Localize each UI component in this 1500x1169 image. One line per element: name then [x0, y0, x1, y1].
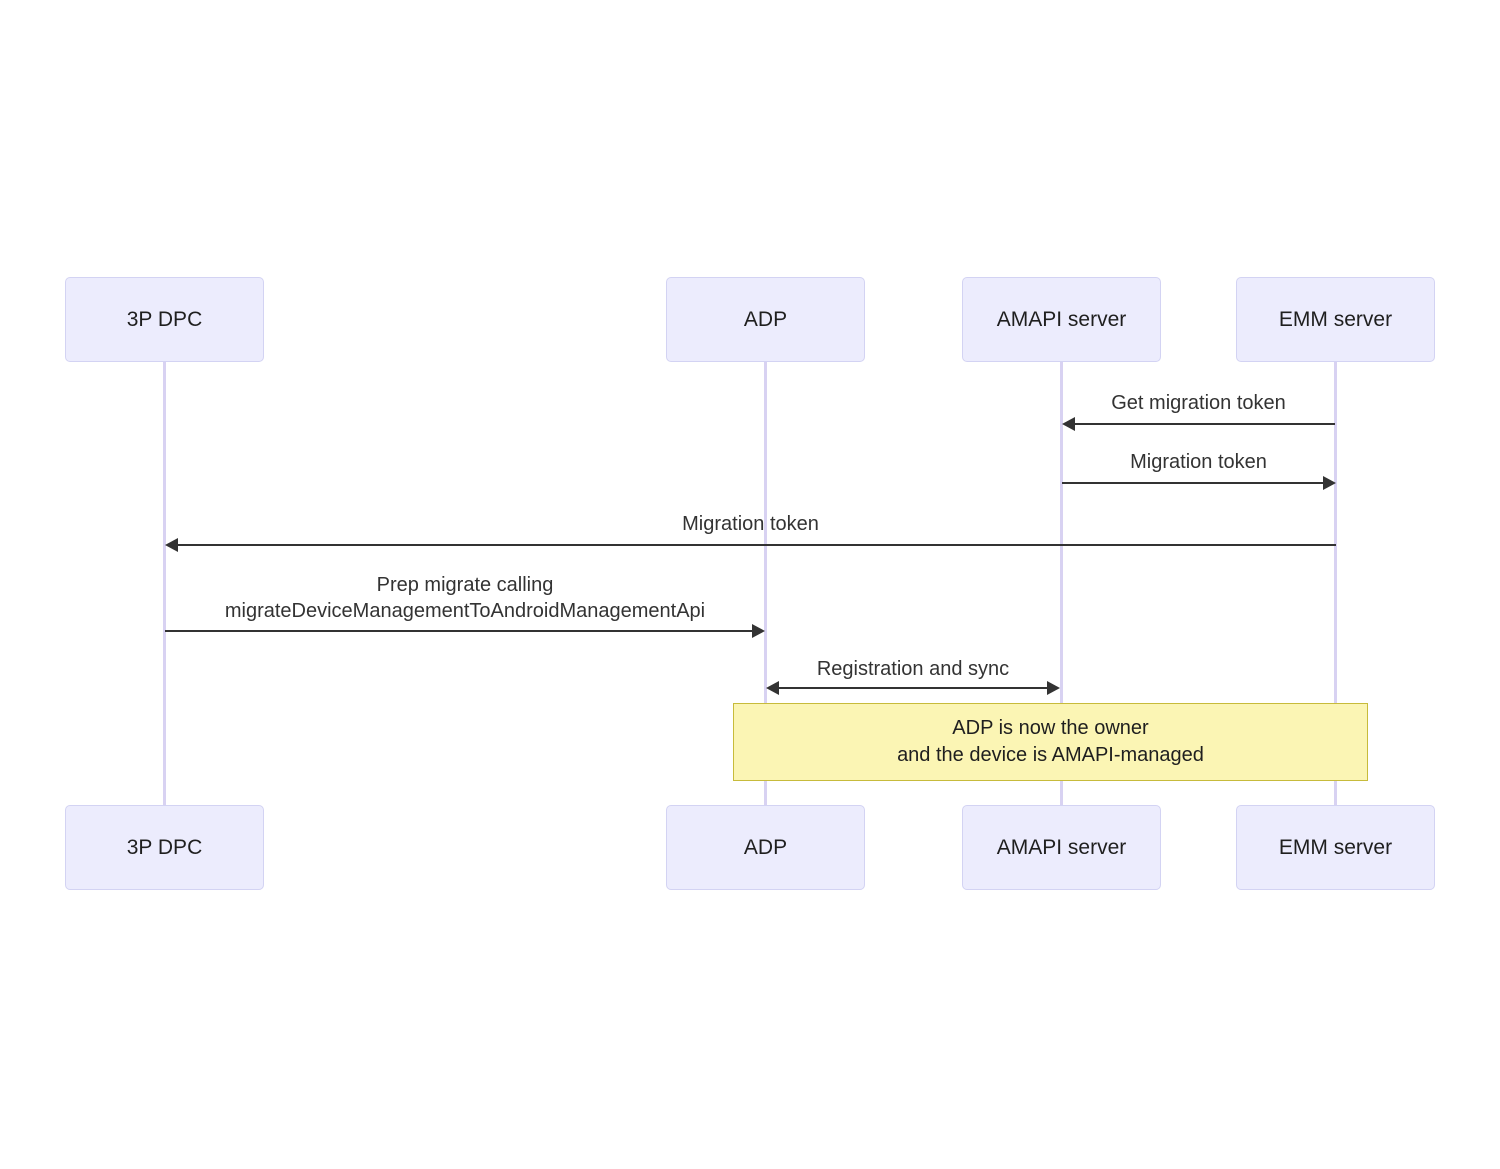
participant-top-amapi-server[interactable]: AMAPI server [962, 277, 1161, 362]
arrowhead-right-prep-migrate [752, 624, 765, 638]
participant-bottom-adp-label: ADP [743, 835, 788, 859]
participant-bottom-3p-dpc[interactable]: 3P DPC [65, 805, 264, 890]
arrowhead-right-registration-and-sync [1047, 681, 1060, 695]
message-label-migration-token-emm-dpc: Migration token [682, 513, 819, 535]
arrowhead-left-migration-token-emm-dpc [165, 538, 178, 552]
message-label-get-migration-token: Get migration token [1111, 392, 1286, 414]
participant-bottom-emm-server[interactable]: EMM server [1236, 805, 1435, 890]
participant-top-amapi-server-label: AMAPI server [996, 307, 1127, 331]
participant-bottom-3p-dpc-label: 3P DPC [126, 835, 203, 859]
participant-bottom-amapi-server[interactable]: AMAPI server [962, 805, 1161, 890]
note-adp-owner: ADP is now the owner and the device is A… [733, 703, 1368, 781]
participant-top-emm-server-label: EMM server [1278, 307, 1393, 331]
lifeline-emm-server [1334, 362, 1337, 805]
message-line-prep-migrate [165, 630, 757, 632]
participant-top-3p-dpc-label: 3P DPC [126, 307, 203, 331]
lifeline-amapi-server [1060, 362, 1063, 805]
participant-bottom-emm-server-label: EMM server [1278, 835, 1393, 859]
participant-top-emm-server[interactable]: EMM server [1236, 277, 1435, 362]
message-label-prep-migrate: Prep migrate calling migrateDeviceManage… [224, 574, 706, 622]
message-line-registration-and-sync [772, 687, 1054, 689]
message-line-migration-token-amapi-emm [1062, 482, 1329, 484]
lifeline-3p-dpc [163, 362, 166, 805]
arrowhead-left-get-migration-token [1062, 417, 1075, 431]
message-line-get-migration-token [1068, 423, 1335, 425]
participant-top-3p-dpc[interactable]: 3P DPC [65, 277, 264, 362]
note-adp-owner-text: ADP is now the owner and the device is A… [897, 717, 1204, 766]
lifeline-adp [764, 362, 767, 805]
message-label-registration-and-sync: Registration and sync [816, 658, 1010, 680]
participant-top-adp-label: ADP [743, 307, 788, 331]
message-label-migration-token-amapi-emm: Migration token [1130, 451, 1267, 473]
arrowhead-right-migration-token-amapi-emm [1323, 476, 1336, 490]
participant-bottom-amapi-server-label: AMAPI server [996, 835, 1127, 859]
participant-bottom-adp[interactable]: ADP [666, 805, 865, 890]
message-line-migration-token-emm-dpc [171, 544, 1336, 546]
arrowhead-left-registration-and-sync [766, 681, 779, 695]
participant-top-adp[interactable]: ADP [666, 277, 865, 362]
